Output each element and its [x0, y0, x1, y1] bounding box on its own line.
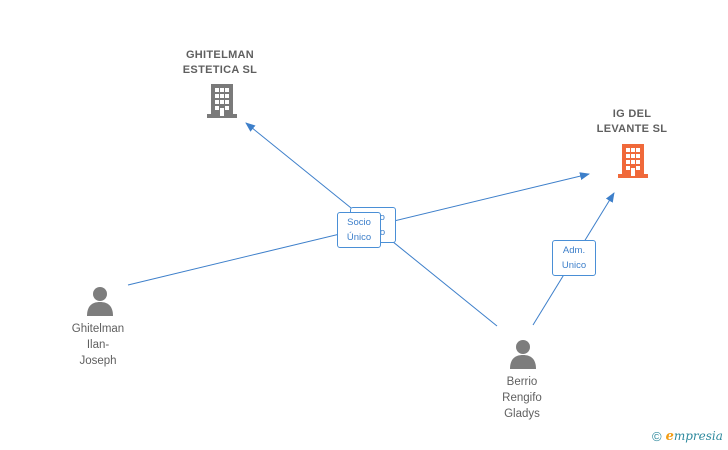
- relation-label-adm-unico: Adm. Unico: [552, 240, 596, 276]
- person-icon[interactable]: [509, 339, 537, 369]
- building-icon[interactable]: [207, 84, 237, 118]
- building-icon[interactable]: [618, 144, 648, 178]
- person-name-ghitelman-ilan[interactable]: Ghitelman Ilan- Joseph: [71, 323, 125, 367]
- empresia-brand: © empresia: [652, 428, 723, 445]
- company-name-ig-del-levante[interactable]: IG DEL LEVANTE SL: [596, 108, 668, 135]
- relation-label-socio-unico: Socio Único: [337, 212, 381, 248]
- copyright-symbol: ©: [652, 428, 662, 444]
- brand-rest: mpresia: [673, 429, 723, 443]
- brand-e: e: [665, 429, 674, 444]
- company-name-ghitelman-estetica[interactable]: GHITELMAN ESTETICA SL: [182, 49, 258, 76]
- person-icon[interactable]: [86, 286, 114, 316]
- person-name-berrio-rengifo[interactable]: Berrio Rengifo Gladys: [502, 376, 542, 420]
